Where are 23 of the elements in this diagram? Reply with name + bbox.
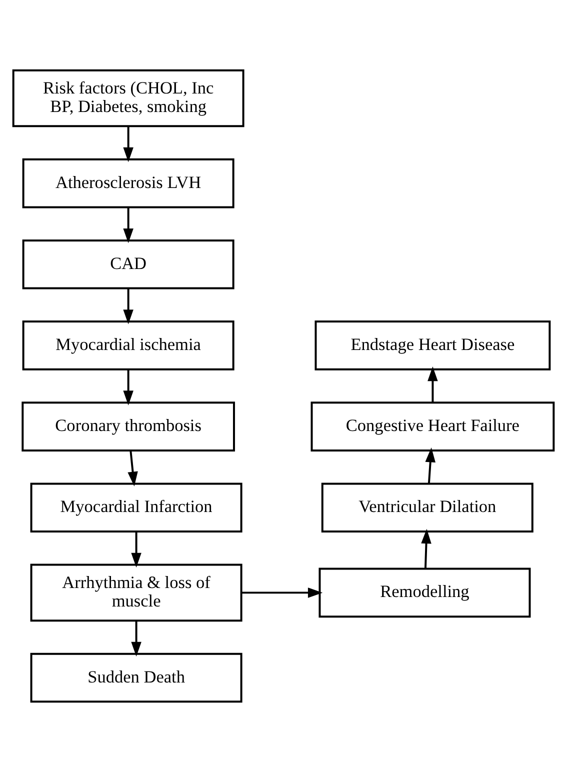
node-box: Risk factors (CHOL, Inc BP, Diabetes, smoking xyxy=(12,68,244,127)
arrow xyxy=(242,587,323,598)
arrow xyxy=(425,447,436,483)
arrow xyxy=(421,528,432,568)
arrow xyxy=(128,450,138,486)
node-box: Remodelling xyxy=(318,567,531,618)
arrow xyxy=(428,366,438,402)
arrow xyxy=(131,620,142,656)
node-box: Endstage Heart Disease xyxy=(314,320,551,370)
arrow xyxy=(131,531,142,567)
node-box: Ventricular Dilation xyxy=(321,482,534,532)
node-box: Myocardial ischemia xyxy=(22,320,234,370)
node-box: Arrhythmia & loss of muscle xyxy=(30,563,242,622)
arrow xyxy=(123,126,134,162)
node-box: Myocardial Infarction xyxy=(30,482,242,532)
arrow xyxy=(123,206,134,243)
node-box: CAD xyxy=(22,238,234,289)
arrow xyxy=(123,288,134,324)
node-box: Congestive Heart Failure xyxy=(310,401,555,451)
node-box: Sudden Death xyxy=(30,652,242,702)
arrow xyxy=(123,368,134,405)
node-box: Coronary thrombosis xyxy=(22,401,235,451)
node-box: Atherosclerosis LVH xyxy=(22,158,234,208)
